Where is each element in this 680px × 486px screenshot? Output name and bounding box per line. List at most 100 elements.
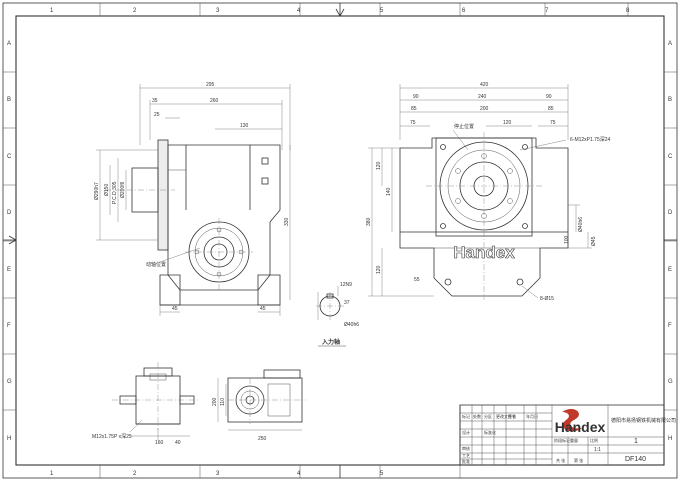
col-label-3-bottom: 3 [216, 471, 220, 477]
dim-330: 330 [284, 217, 290, 226]
input-shaft-detail: 12N9 Ø40h6 37 入力轴 [316, 282, 359, 347]
tb-label-0: 标记 [462, 413, 470, 419]
row-label-c: C [7, 154, 12, 160]
row-label-a-right: A [668, 41, 672, 47]
tb-label-3: 更改文件号 [496, 413, 516, 419]
dim-260: 260 [210, 98, 219, 104]
dim-200: 200 [480, 106, 489, 112]
side-view: 295 35 260 25 130 [94, 82, 291, 316]
dim-240: 240 [478, 94, 487, 100]
tb-label-14: 共 张 [556, 457, 565, 463]
dim-40: 40 [175, 440, 181, 446]
dim-140: 140 [386, 187, 392, 196]
handex-logo-icon [562, 409, 582, 432]
dim-160: 160 [155, 440, 164, 446]
row-label-f-right: F [668, 323, 672, 329]
scale-value: 1:1 [594, 447, 601, 453]
row-label-h: H [7, 436, 11, 442]
col-label-4-bottom: 4 [297, 471, 301, 477]
dim-90-left: 90 [413, 94, 419, 100]
col-label-2: 2 [133, 8, 137, 14]
tapped-holes-label: 6-M12xP1.75深24 [570, 136, 611, 143]
row-label-h-right: H [668, 436, 672, 442]
dim-380: 380 [366, 217, 372, 226]
dim-12n9: 12N9 [340, 282, 352, 288]
stop-position-label: 停止位置 [454, 123, 474, 130]
tb-label-15: 第 张 [574, 457, 583, 463]
tb-label-5: 年月日 [526, 413, 538, 419]
col-label-2-bottom: 2 [133, 471, 137, 477]
model-number: DF140 [625, 456, 646, 463]
col-label-6: 6 [462, 8, 466, 14]
col-label-7: 7 [545, 8, 549, 14]
dim-420: 420 [480, 82, 489, 88]
dim-75-left: 75 [410, 120, 416, 126]
bottom-left-view: 160 40 M12x1.75P x深25 [92, 362, 200, 446]
dim-pcd305: P.C.D.305 [112, 181, 118, 204]
shaft-position-label: 动轴位置 [146, 261, 166, 268]
dim-45: Ø45 [591, 236, 597, 246]
row-label-f: F [7, 323, 11, 329]
tb-label-12: 工艺 [462, 453, 470, 458]
dim-90-right: 90 [546, 94, 552, 100]
dim-150: Ø150 [104, 184, 110, 196]
tb-label-11: 审核 [462, 445, 470, 451]
col-label-3: 3 [216, 8, 220, 14]
body-brand-text: Handex [453, 243, 515, 262]
tb-label-4: 签名 [508, 413, 516, 419]
row-label-d-right: D [668, 210, 673, 216]
dim-290h7: Ø290h7 [94, 182, 100, 200]
base-holes-label: 8-Ø15 [540, 296, 554, 302]
quantity-value: 1 [634, 438, 638, 445]
col-label-1: 1 [50, 8, 54, 14]
row-label-e: E [7, 267, 11, 273]
row-label-e-right: E [668, 267, 672, 273]
dim-295: 295 [206, 82, 215, 88]
dim-100: 100 [564, 235, 570, 244]
dim-200f6: Ø200f6 [120, 181, 126, 198]
dim-45-right: 45 [260, 306, 266, 312]
dim-45-left: 45 [172, 306, 178, 312]
row-label-d: D [7, 210, 12, 216]
tb-label-1: 处数 [473, 413, 481, 419]
title-block: Handex 德阳市易扬钢铁机械有限公司 1 DF140 1:1 标记 处数 分… [459, 404, 676, 466]
title-brand: Handex [555, 419, 606, 435]
tb-label-13: 批准 [462, 458, 470, 464]
dim-75-right: 75 [550, 120, 556, 126]
dim-35: 35 [152, 98, 158, 104]
row-label-g-right: G [668, 379, 673, 385]
dim-130: 130 [240, 123, 249, 129]
tb-label-9: 重量 [570, 437, 578, 443]
dim-110: 110 [220, 398, 226, 406]
front-view: 420 90 240 90 85 200 85 75 120 75 [366, 82, 611, 302]
row-label-a: A [7, 41, 11, 47]
col-label-4: 4 [297, 8, 301, 14]
dim-250: 250 [258, 436, 267, 442]
dim-85-right: 85 [548, 106, 554, 112]
input-shaft-label: 入力轴 [321, 338, 340, 346]
col-label-5: 5 [380, 8, 384, 14]
row-label-c-right: C [668, 154, 673, 160]
dim-85-left: 85 [411, 106, 417, 112]
sheet-frame: 1 2 3 4 5 6 7 8 1 2 3 4 5 A B C D E F G … [2, 2, 678, 479]
col-label-1-bottom: 1 [50, 471, 54, 477]
tb-label-2: 分区 [484, 413, 492, 419]
bottom-tapped-label: M12x1.75P x深25 [92, 433, 132, 440]
dim-200-bottom: 200 [212, 397, 218, 406]
company-name: 德阳市易扬钢铁机械有限公司 [611, 417, 676, 424]
row-label-g: G [7, 379, 12, 385]
dim-25: 25 [154, 112, 160, 118]
dim-37: 37 [344, 300, 350, 306]
tb-label-8: 阶段标记 [554, 437, 570, 443]
row-label-b-right: B [668, 97, 672, 103]
col-label-5-bottom: 5 [380, 471, 384, 477]
tb-label-6: 设计 [462, 429, 470, 435]
dim-120-bottom: 120 [376, 265, 382, 274]
row-label-b: B [7, 97, 11, 103]
tb-label-10: 比例 [590, 437, 598, 443]
dim-55: 55 [414, 277, 420, 283]
dim-40h6: Ø40h6 [578, 217, 584, 232]
bottom-right-view: 250 200 110 [212, 369, 306, 442]
dim-120: 120 [503, 120, 512, 126]
